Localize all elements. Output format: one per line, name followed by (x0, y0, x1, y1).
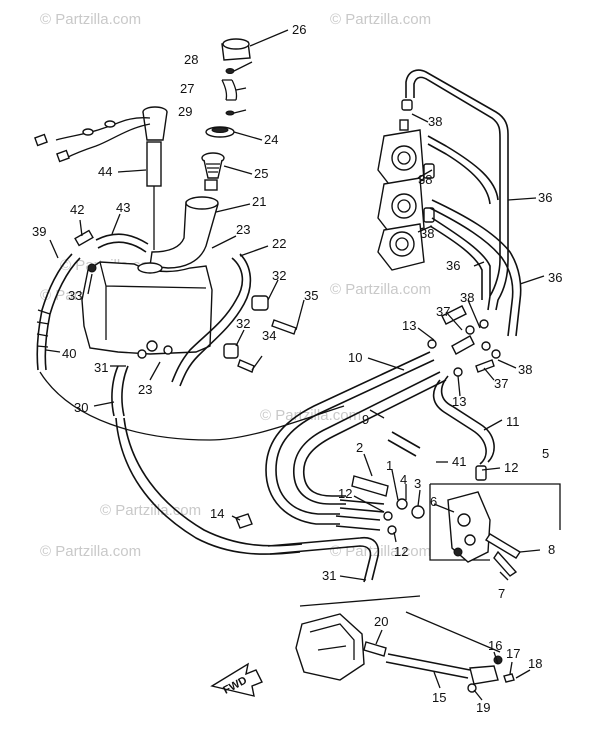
o-ring-28 (225, 68, 235, 74)
callout-6: 6 (430, 494, 437, 509)
callout-38: 38 (420, 226, 434, 241)
callout-38: 38 (518, 362, 532, 377)
callout-37: 37 (436, 304, 450, 319)
check-valves (427, 305, 501, 377)
fitting-32 (251, 295, 269, 311)
callout-42: 42 (70, 202, 84, 217)
carb-hoses (405, 69, 522, 337)
long-oil-hose (115, 417, 303, 555)
callout-37: 37 (494, 376, 508, 391)
feed-hoses (265, 351, 495, 583)
callout-31: 31 (322, 568, 336, 583)
callout-36: 36 (538, 190, 552, 205)
callout-17: 17 (506, 646, 520, 661)
callout-12: 12 (394, 544, 408, 559)
callout-38: 38 (460, 290, 474, 305)
callout-30: 30 (74, 400, 88, 415)
callout-23: 23 (236, 222, 250, 237)
watermark: © Partzilla.com (260, 407, 361, 424)
breather-hose (171, 253, 252, 387)
callout-12: 12 (338, 486, 352, 501)
callout-9: 9 (362, 412, 369, 427)
carburetor-group (377, 99, 435, 271)
callout-38: 38 (418, 172, 432, 187)
watermark: © Partzilla.com (330, 11, 431, 28)
callout-35: 35 (304, 288, 318, 303)
callout-21: 21 (252, 194, 266, 209)
callout-36: 36 (446, 258, 460, 273)
vent-hose (95, 233, 149, 253)
callout-22: 22 (272, 236, 286, 251)
callout-4: 4 (400, 472, 407, 487)
callout-5: 5 (542, 446, 549, 461)
callout-12: 12 (504, 460, 518, 475)
callout-3: 3 (414, 476, 421, 491)
callout-23: 23 (138, 382, 152, 397)
callout-13: 13 (452, 394, 466, 409)
callout-41: 41 (452, 454, 466, 469)
leader-lines (45, 29, 545, 701)
watermark: © Partzilla.com (330, 543, 431, 560)
callout-14: 14 (210, 506, 224, 521)
pump-body (447, 491, 491, 563)
callout-32: 32 (272, 268, 286, 283)
watermark: © Partzilla.com (100, 502, 201, 519)
callout-33: 33 (68, 288, 82, 303)
callout-31: 31 (94, 360, 108, 375)
watermark: © Partzilla.com (40, 11, 141, 28)
lower-housing (295, 613, 365, 681)
callout-29: 29 (178, 104, 192, 119)
callout-26: 26 (292, 22, 306, 37)
return-hose (111, 365, 129, 417)
oil-tank-assembly (34, 38, 297, 417)
oil-pump (235, 465, 561, 577)
callout-43: 43 (116, 200, 130, 215)
callout-11: 11 (506, 414, 520, 429)
watermark: © Partzilla.com (40, 543, 141, 560)
callout-16: 16 (488, 638, 502, 653)
callout-18: 18 (528, 656, 542, 671)
callout-19: 19 (476, 700, 490, 715)
callout-10: 10 (348, 350, 362, 365)
sensor-wire (55, 117, 151, 159)
callout-39: 39 (32, 224, 46, 239)
callout-34: 34 (262, 328, 276, 343)
callout-40: 40 (62, 346, 76, 361)
callout-20: 20 (374, 614, 388, 629)
callout-38: 38 (428, 114, 442, 129)
callout-15: 15 (432, 690, 446, 705)
oil-tank (81, 261, 213, 355)
callout-24: 24 (264, 132, 278, 147)
o-ring-29 (225, 110, 235, 116)
forward-arrow: FWD (210, 662, 263, 697)
callout-2: 2 (356, 440, 363, 455)
callout-36: 36 (548, 270, 562, 285)
callout-13: 13 (402, 318, 416, 333)
lower-pump-assembly (295, 595, 515, 693)
callout-8: 8 (548, 542, 555, 557)
callout-32: 32 (236, 316, 250, 331)
callout-44: 44 (98, 164, 112, 179)
callout-7: 7 (498, 586, 505, 601)
callout-numbers: 26 28 27 29 24 44 25 21 23 22 42 43 39 3… (32, 22, 562, 715)
callout-27: 27 (180, 81, 194, 96)
watermark: © Partzilla.com (330, 281, 431, 298)
callout-25: 25 (254, 166, 268, 181)
filler-neck (149, 198, 219, 269)
callout-28: 28 (184, 52, 198, 67)
callout-1: 1 (386, 458, 393, 473)
